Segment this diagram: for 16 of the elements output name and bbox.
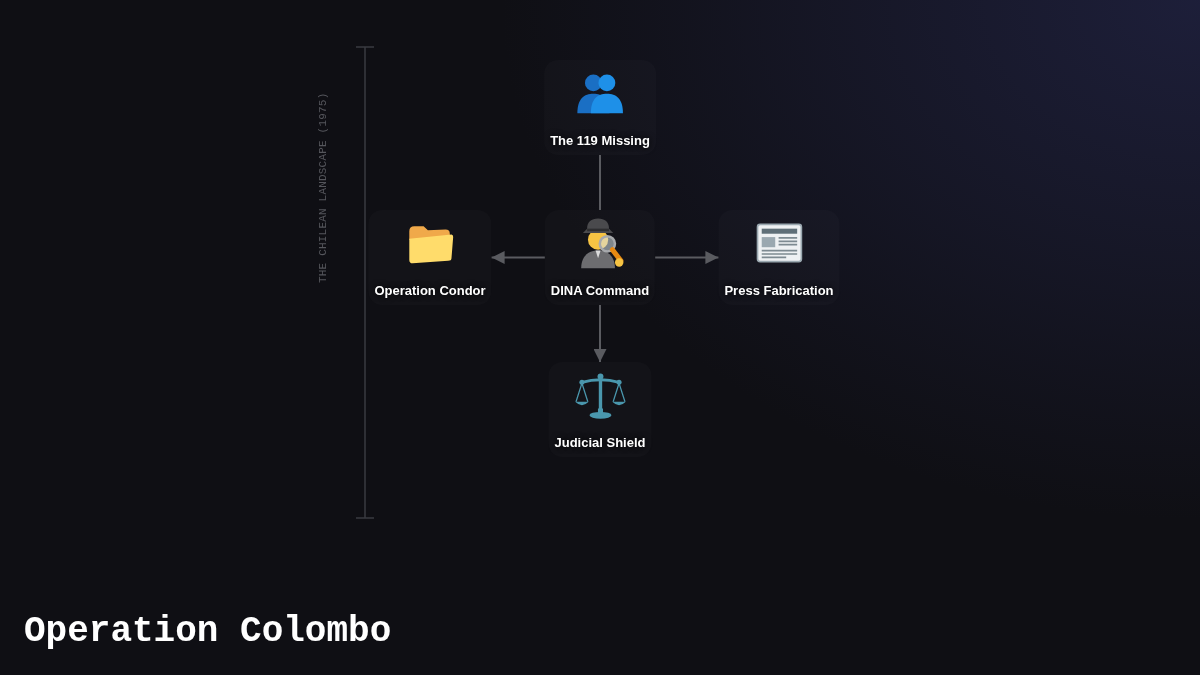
node-label: The 119 Missing	[550, 133, 650, 149]
diagram-title: Operation Colombo	[24, 610, 392, 654]
node-card	[548, 362, 652, 457]
node-label: Judicial Shield	[554, 435, 646, 451]
node-card	[368, 210, 492, 305]
node-label: Press Fabrication	[724, 283, 834, 299]
arrow	[490, 251, 546, 264]
vertical-label: THE CHILEAN LANDSCAPE (1975)	[317, 92, 329, 284]
node-label: Operation Condor	[374, 283, 486, 299]
node-label: DINA Command	[550, 283, 650, 299]
arrow	[654, 251, 720, 264]
node-card	[718, 210, 840, 305]
connector-line	[599, 154, 601, 211]
arrow	[593, 304, 607, 363]
node-card	[544, 60, 656, 155]
node-card	[544, 210, 656, 305]
